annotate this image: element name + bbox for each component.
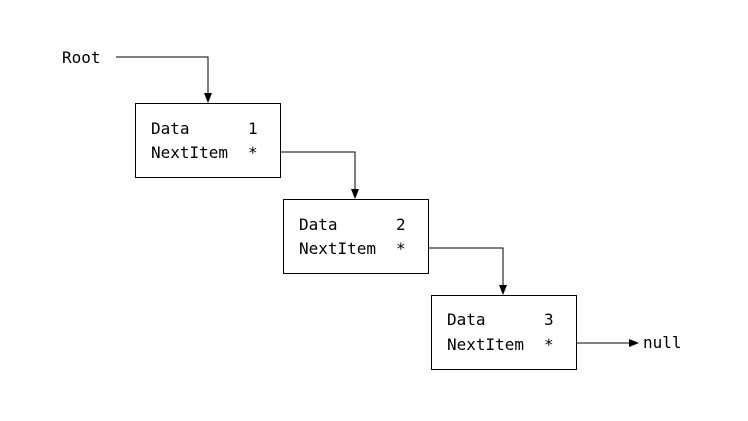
- list-node-3: Data 3 NextItem *: [431, 295, 577, 370]
- node-1-data-label: Data: [151, 119, 190, 138]
- root-pointer-arrow: [116, 56, 212, 103]
- node-1-next-arrow: [264, 151, 359, 199]
- node-2-pointer-symbol: *: [396, 239, 406, 258]
- node-2-next-arrow: [411, 247, 507, 295]
- node-2-next-label: NextItem: [299, 239, 377, 258]
- list-node-2: Data 2 NextItem *: [283, 199, 429, 274]
- list-node-1: Data 1 NextItem *: [135, 103, 281, 178]
- node-1-next-label: NextItem: [151, 143, 229, 162]
- null-label: null: [643, 333, 682, 352]
- node-1-pointer-symbol: *: [248, 143, 258, 162]
- node-1-data-value: 1: [248, 119, 258, 138]
- node-3-next-label: NextItem: [447, 335, 525, 354]
- node-2-data-label: Data: [299, 215, 338, 234]
- node-3-data-label: Data: [447, 310, 486, 329]
- node-3-pointer-symbol: *: [544, 335, 554, 354]
- node-3-data-value: 3: [544, 310, 554, 329]
- root-label: Root: [62, 48, 101, 67]
- node-2-data-value: 2: [396, 215, 406, 234]
